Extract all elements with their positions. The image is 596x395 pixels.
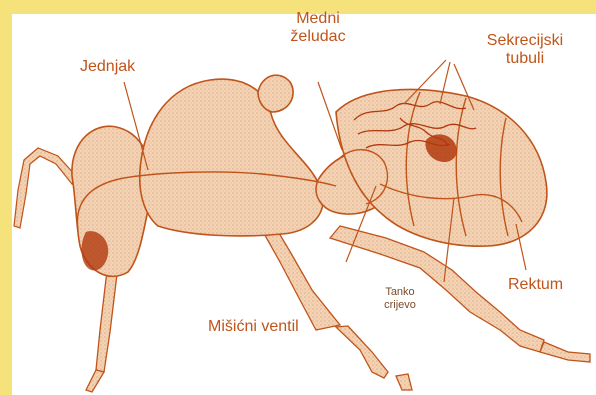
label-intestine: Tanko crijevo (372, 286, 428, 312)
thorax (140, 79, 323, 236)
front-tarsus (86, 370, 104, 392)
label-intestine-line1: Tanko (372, 286, 428, 299)
label-valve: Mišićni ventil (208, 318, 299, 336)
antenna (14, 148, 76, 228)
label-crop-line1: Medni (278, 10, 358, 28)
label-crop-line2: želudac (278, 28, 358, 46)
node (258, 75, 293, 112)
middle-leg (262, 228, 340, 330)
label-rectum: Rektum (508, 276, 563, 294)
label-malpighian-tubules: Sekrecijski tubuli (470, 32, 580, 68)
hind-tarsus (540, 342, 590, 362)
label-esophagus: Jednjak (80, 58, 135, 76)
label-malpighian-line2: tubuli (470, 50, 580, 68)
label-malpighian-line1: Sekrecijski (470, 32, 580, 50)
front-leg (96, 262, 118, 372)
label-crop: Medni želudac (278, 10, 358, 46)
legs (86, 226, 590, 392)
rear-small-leg (396, 374, 412, 390)
middle-tarsus (336, 326, 388, 378)
label-intestine-line2: crijevo (372, 299, 428, 312)
